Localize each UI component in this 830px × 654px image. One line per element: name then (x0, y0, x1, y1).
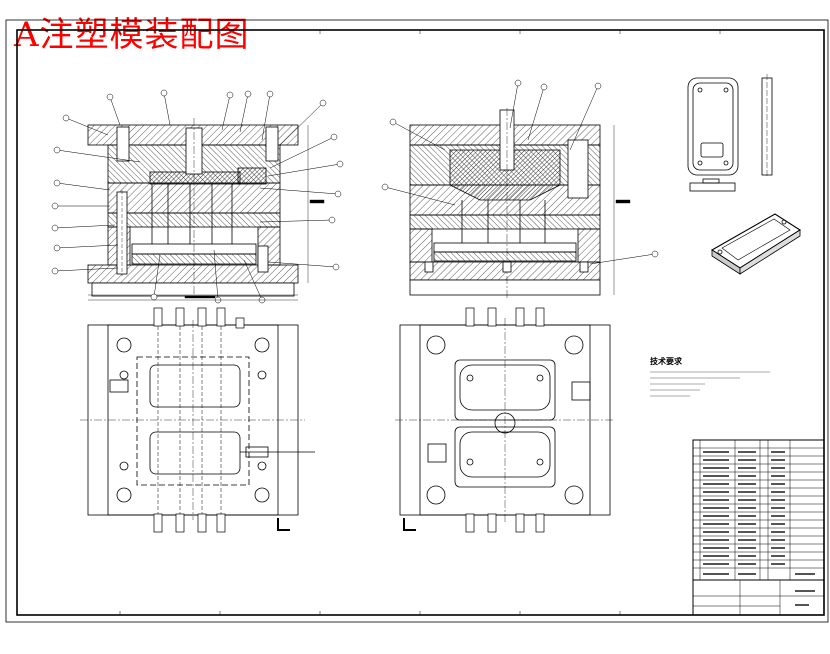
cooling-fittings-a (153, 307, 245, 533)
cooling-fittings-b (465, 307, 545, 533)
tech-notes-lines (650, 371, 770, 397)
tech-requirements-heading: 技术要求 (650, 356, 683, 366)
section-mark-left (277, 518, 290, 531)
side-view-callouts (381, 79, 659, 265)
parts-list-table (692, 439, 825, 616)
drawing-frame (5, 19, 829, 623)
dimension-lines (88, 125, 631, 301)
section-mark-right (403, 518, 416, 531)
drawing-title: A注塑模装配图 (14, 15, 250, 55)
front-section-view (87, 118, 299, 300)
part-views (687, 74, 802, 275)
frame-ruler (119, 30, 721, 615)
fixed-half-plan-view (395, 318, 615, 522)
moving-half-plan-view (80, 320, 315, 520)
side-section-view (409, 108, 601, 300)
parts-list-text-marks (703, 451, 815, 606)
